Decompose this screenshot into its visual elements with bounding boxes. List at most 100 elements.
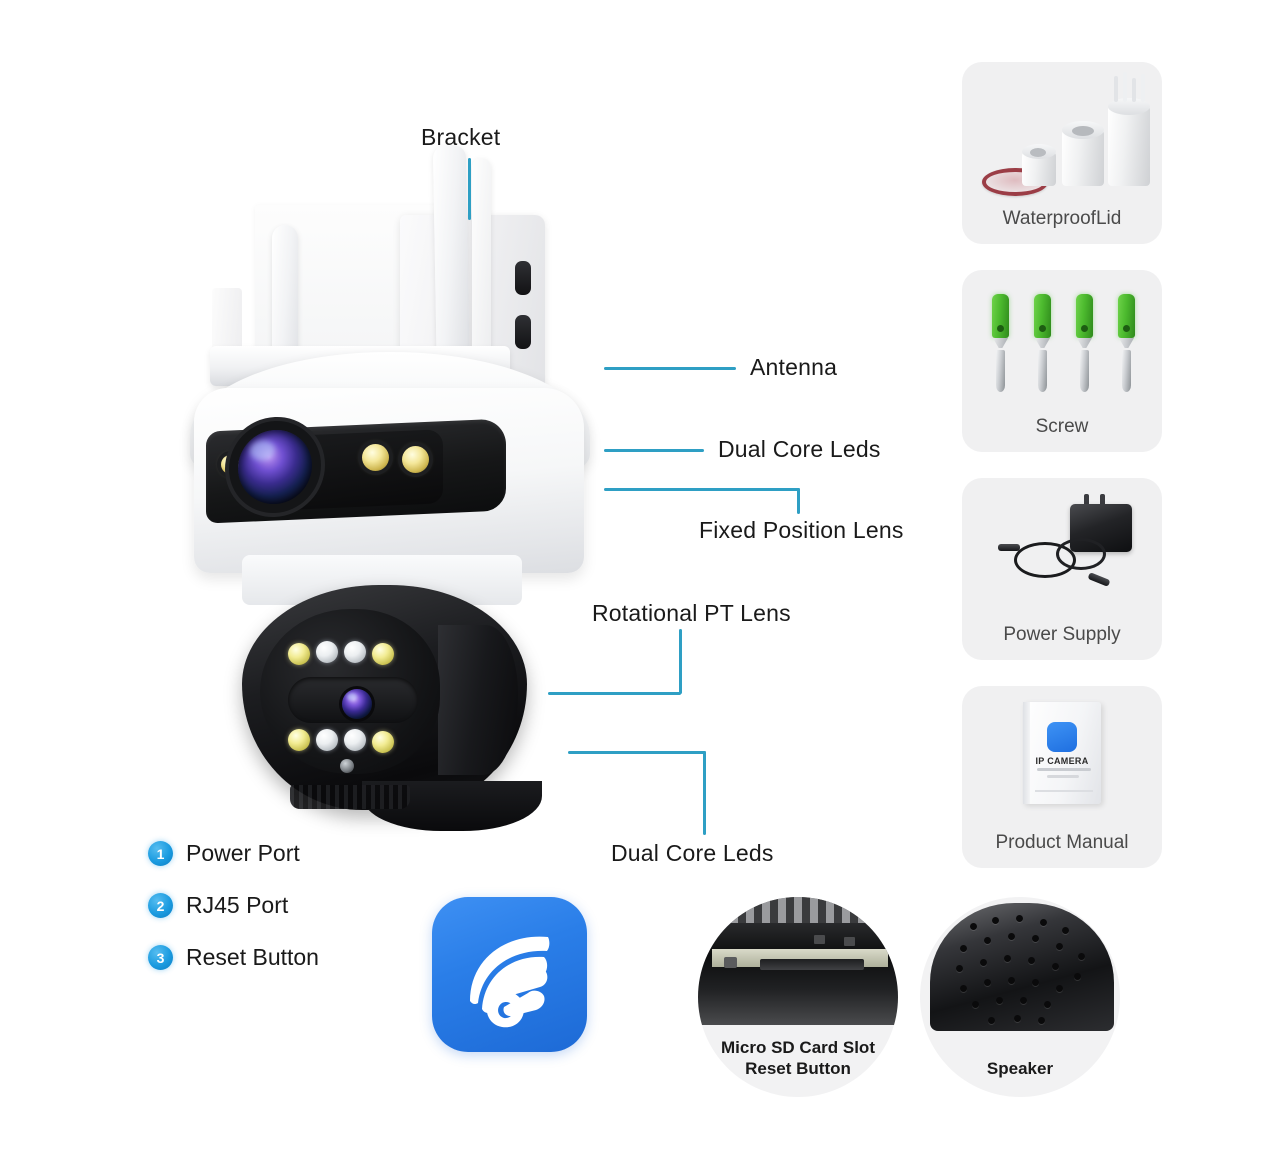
manual-cover-subline-2 [1047, 775, 1079, 778]
pt-vent-grille [290, 785, 410, 809]
board-chip-2 [844, 937, 855, 946]
callout-label-bracket: Bracket [421, 124, 501, 150]
port-list-item-rj45: 2 RJ45 Port [148, 888, 319, 923]
manual-cover-title: IP CAMERA [1035, 756, 1089, 766]
light-sensor-icon [340, 759, 354, 773]
badge-3: 3 [148, 945, 173, 970]
leader-bracket [468, 158, 471, 220]
screw-shaft-4 [1122, 350, 1131, 392]
leader-antenna [604, 367, 736, 370]
leader-dual-core-leds-bottom-h [568, 751, 706, 754]
photo-caption-microsd: Micro SD Card Slot Reset Button [698, 1037, 898, 1080]
manual-spine [1023, 702, 1030, 804]
photo-microsd-slot: Micro SD Card Slot Reset Button [698, 897, 898, 1097]
badge-2: 2 [148, 893, 173, 918]
port-list-item-reset: 3 Reset Button [148, 940, 319, 975]
wall-anchor-3 [1076, 294, 1093, 338]
screw-shaft-1 [996, 350, 1005, 392]
screw-head-3 [1077, 338, 1092, 348]
screw-head-4 [1119, 338, 1134, 348]
screw-shaft-3 [1080, 350, 1089, 392]
psu-cable-loop-2 [1056, 538, 1106, 570]
photo-caption-microsd-line1: Micro SD Card Slot [721, 1037, 875, 1057]
callout-label-dual-core-leds-bottom: Dual Core Leds [611, 840, 774, 866]
badge-1: 1 [148, 841, 173, 866]
power-supply-icon [962, 488, 1162, 608]
psu-prong-2 [1100, 494, 1105, 506]
pt-led-top-4 [372, 643, 394, 665]
wall-anchor-2 [1034, 294, 1051, 338]
pt-dome [242, 585, 542, 831]
screw-set-4 [1118, 294, 1135, 392]
dual-core-led-large-2 [402, 446, 429, 473]
speaker-grille-icon [930, 903, 1114, 1031]
lid-mid-hole [1072, 126, 1094, 136]
accessory-label-product-manual: Product Manual [995, 832, 1129, 853]
screw-icon [962, 280, 1162, 400]
lid-small-hole [1030, 148, 1046, 157]
reset-button-on-board [724, 957, 737, 968]
dual-core-led-large-1 [362, 444, 389, 471]
screw-set-1 [992, 294, 1009, 392]
mount-port-upper [515, 261, 531, 295]
pt-led-top-2 [316, 641, 338, 663]
port-label-reset: Reset Button [186, 944, 319, 970]
pt-led-top-1 [288, 643, 310, 665]
lid-mid-body [1062, 130, 1104, 186]
heatsink-fins [698, 897, 898, 923]
pt-dome-side [438, 625, 518, 775]
manual-booklet: IP CAMERA [1023, 702, 1101, 804]
port-label-rj45: RJ45 Port [186, 892, 289, 918]
screw-head-2 [1035, 338, 1050, 348]
screw-head-1 [993, 338, 1008, 348]
psu-dc-plug [1087, 572, 1111, 587]
screw-set-2 [1034, 294, 1051, 392]
lid-tall-prong-4 [1141, 74, 1145, 102]
manual-icon: IP CAMERA [962, 696, 1162, 816]
port-label-power: Power Port [186, 840, 300, 866]
photo-speaker: Speaker [920, 897, 1120, 1097]
mount-port-lower [515, 315, 531, 349]
camera-illustration [150, 130, 670, 831]
wall-anchor-4 [1118, 294, 1135, 338]
pt-lens-slot [288, 677, 418, 723]
pt-led-bottom-4 [372, 731, 394, 753]
manual-cover-subline-1 [1037, 768, 1091, 771]
pt-led-top-3 [344, 641, 366, 663]
speaker-holes [930, 903, 1114, 1031]
microsd-board-icon [698, 897, 898, 1025]
icsee-app-icon[interactable] [432, 897, 587, 1052]
screw-set-3 [1076, 294, 1093, 392]
leader-dual-core-leds-top [604, 449, 704, 452]
leader-rotational-pt-lens-h [548, 692, 681, 695]
accessory-card-waterproof-lid: WaterproofLid [962, 62, 1162, 244]
accessory-card-screw: Screw [962, 270, 1162, 452]
lid-tall-prong-2 [1123, 72, 1127, 102]
accessory-label-screw: Screw [1035, 416, 1089, 437]
waterproof-lid-icon [962, 72, 1162, 196]
wall-anchor-1 [992, 294, 1009, 338]
pt-led-bottom-3 [344, 729, 366, 751]
psu-barrel-plug [998, 544, 1020, 551]
callout-label-dual-core-leds-top: Dual Core Leds [718, 436, 881, 462]
pt-lens-recess [260, 609, 440, 809]
callout-label-fixed-position-lens: Fixed Position Lens [699, 517, 904, 543]
lid-tall-prong-1 [1114, 76, 1118, 102]
accessory-label-power-supply: Power Supply [1003, 624, 1121, 645]
photo-caption-speaker: Speaker [986, 1058, 1054, 1078]
pt-led-bottom-1 [288, 729, 310, 751]
port-list-item-power: 1 Power Port [148, 836, 319, 871]
manual-cover-footer-line [1035, 790, 1093, 792]
lid-tall-prong-3 [1132, 78, 1136, 102]
photo-caption-microsd-line2: Reset Button [745, 1058, 851, 1078]
microsd-slot [760, 959, 864, 970]
pt-led-bottom-2 [316, 729, 338, 751]
leader-rotational-pt-lens-v [679, 629, 682, 694]
ipcamera-app-icon [1047, 722, 1077, 752]
rotational-pt-lens-glass [342, 689, 372, 719]
callout-label-antenna: Antenna [750, 354, 838, 380]
accessory-card-product-manual: IP CAMERA Product Manual [962, 686, 1162, 868]
leader-fixed-position-lens-v [797, 488, 800, 514]
accessory-card-power-supply: Power Supply [962, 478, 1162, 660]
